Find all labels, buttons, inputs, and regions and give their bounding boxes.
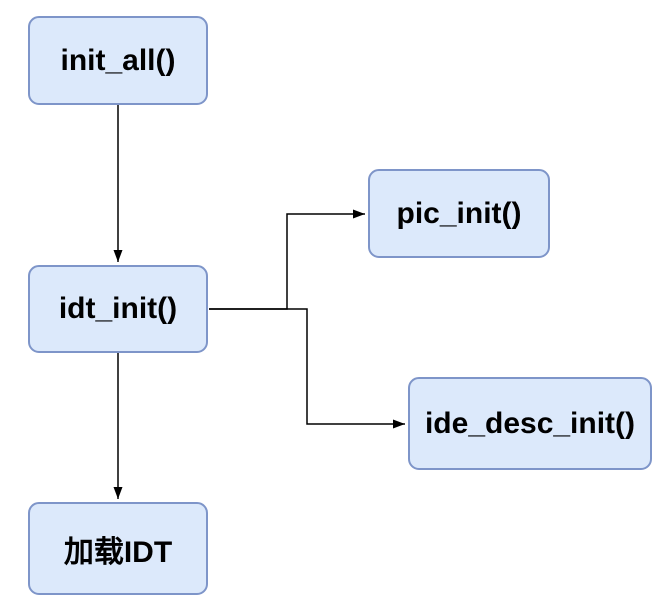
node-ide-desc-init-label: ide_desc_init(): [424, 406, 636, 440]
node-load-idt: 加载IDT: [28, 502, 208, 595]
node-ide-desc-init: ide_desc_init(): [408, 377, 652, 470]
node-init-all-label: init_all(): [60, 43, 176, 77]
node-idt-init: idt_init(): [28, 265, 208, 353]
node-pic-init-label: pic_init(): [396, 196, 522, 230]
node-load-idt-label: 加载IDT: [63, 535, 173, 569]
node-init-all: init_all(): [28, 16, 208, 105]
edge-idt-init-to-ide-desc-init: [209, 308, 405, 429]
node-pic-init: pic_init(): [368, 169, 550, 258]
edge-idt-init-to-pic-init: [209, 209, 365, 310]
node-idt-init-label: idt_init(): [58, 292, 178, 325]
